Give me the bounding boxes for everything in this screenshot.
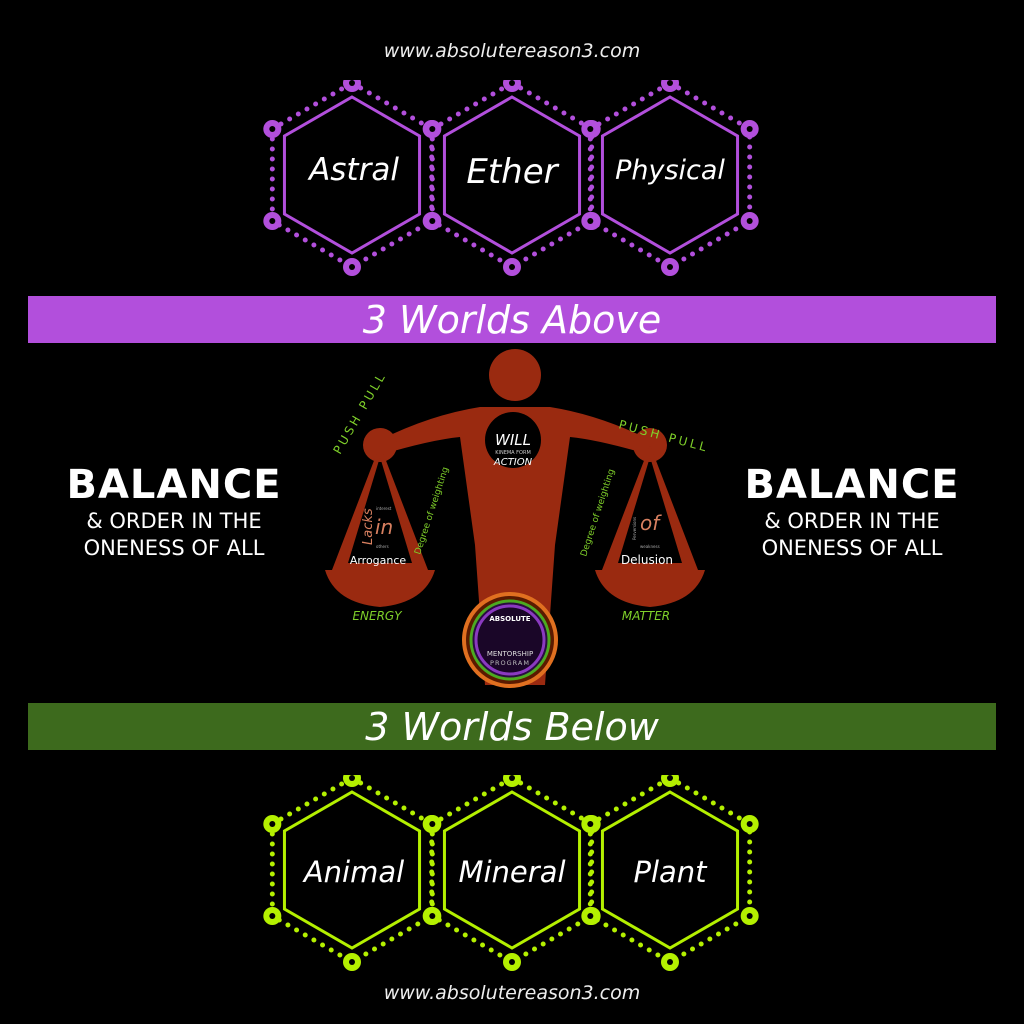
- figure-head: [489, 349, 541, 401]
- hexagon-group-below: [263, 775, 759, 971]
- energy-label: ENERGY: [352, 609, 403, 623]
- arrogance-label: Arrogance: [350, 554, 407, 567]
- world-ether: Ether: [466, 152, 558, 192]
- balance-line2: ONENESS OF ALL: [761, 536, 943, 560]
- hexagon-group-above: [263, 80, 759, 276]
- balance-title: BALANCE: [66, 462, 282, 508]
- world-physical: Physical: [615, 155, 725, 186]
- balance-title: BALANCE: [744, 462, 960, 508]
- banner-worlds-above: 3 Worlds Above: [28, 296, 996, 343]
- left-pan: [325, 570, 435, 607]
- badge-program: PROGRAM: [490, 659, 530, 667]
- mentorship-badge: ABSOLUTE MENTORSHIP PROGRAM: [462, 592, 558, 688]
- kinema-text: KINEMA FORM: [495, 450, 531, 456]
- left-pan-strings: [332, 445, 428, 570]
- perversions-text: Perversions: [632, 517, 637, 540]
- action-text: ACTION: [493, 457, 533, 468]
- website-url-bottom[interactable]: www.absolutereason3.com: [383, 982, 641, 1004]
- of-text: of: [640, 511, 662, 535]
- badge-mentorship: MENTORSHIP: [487, 650, 533, 658]
- balance-left: BALANCE & ORDER IN THE ONENESS OF ALL: [54, 462, 294, 562]
- in-text: in: [375, 515, 393, 539]
- degree-right: Degree of weighting: [579, 468, 617, 558]
- right-pan: [595, 570, 705, 607]
- banner-worlds-below: 3 Worlds Below: [28, 703, 996, 750]
- balance-line1: & ORDER IN THE: [764, 509, 940, 533]
- will-text: WILL: [495, 431, 531, 449]
- interest-text: interest: [376, 506, 392, 511]
- balance-line2: ONENESS OF ALL: [83, 536, 265, 560]
- balance-line1: & ORDER IN THE: [86, 509, 262, 533]
- will-circle: [485, 412, 541, 468]
- world-mineral: Mineral: [458, 855, 566, 889]
- matter-label: MATTER: [622, 609, 670, 623]
- website-url-top[interactable]: www.absolutereason3.com: [383, 40, 641, 62]
- balance-right: BALANCE & ORDER IN THE ONENESS OF ALL: [732, 462, 972, 562]
- others-text: others: [376, 544, 389, 549]
- degree-left: Degree of weighting: [413, 466, 451, 556]
- badge-brand: ABSOLUTE: [489, 615, 530, 623]
- lacks-text: Lacks: [361, 508, 376, 545]
- weakness-text: weakness: [640, 544, 660, 549]
- figure-body: [380, 407, 650, 685]
- hexagon-plant: [581, 775, 759, 971]
- world-animal: Animal: [303, 855, 405, 889]
- hexagon-physical: [581, 80, 759, 276]
- right-pan-strings: [602, 445, 698, 570]
- world-astral: Astral: [309, 152, 399, 188]
- world-plant: Plant: [633, 855, 707, 889]
- delusion-label: Delusion: [621, 553, 673, 567]
- scale-figure: WILL KINEMA FORM ACTION PUSH PULL PUSH P…: [325, 349, 710, 688]
